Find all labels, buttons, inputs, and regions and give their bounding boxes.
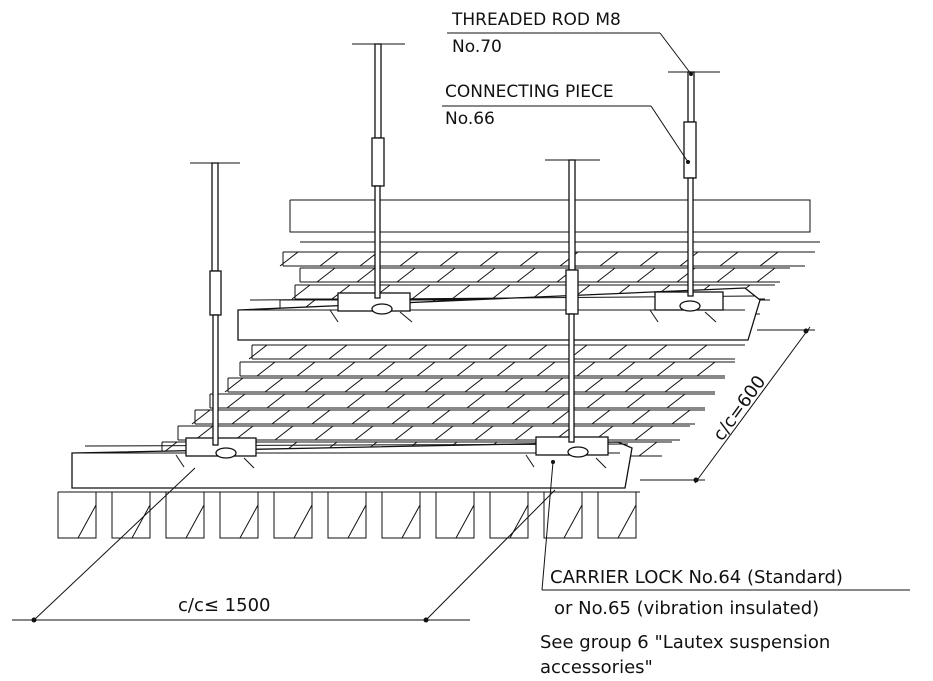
rear-carrier-channel [237,287,761,341]
label-carrier-lock: CARRIER LOCK No.64 (Standard) [550,567,843,588]
dimension-label-cc-1500: c/c≤ 1500 [178,595,270,616]
hanger-front-left [190,162,240,446]
leader-carrier-lock [541,460,910,591]
carrier-lock-front-left [175,437,257,469]
leader-threaded-rod [447,32,693,76]
label-carrier-lock-alt: or No.65 (vibration insulated) [554,598,819,619]
label-connecting-piece-no: No.66 [445,109,495,129]
label-connecting-piece: CONNECTING PIECE [445,82,614,102]
dimension-cc-600 [640,326,815,484]
label-threaded-rod-no: No.70 [452,37,502,57]
carrier-lock-rear-left [329,292,413,323]
leader-connecting-piece [442,105,690,164]
label-see-group-line1: See group 6 "Lautex suspension [540,632,830,653]
label-threaded-rod: THREADED ROD M8 [451,10,621,30]
hanger-rear-right [668,71,720,297]
hanger-front-right [545,159,600,443]
carrier-lock-rear-right [649,291,724,323]
hanger-rear-left [352,43,405,299]
dimension-cc-1500 [12,467,556,623]
carrier-lock-front-right [525,436,609,469]
dimension-label-cc-600: c/c=600 [709,372,770,445]
label-see-group-line2: accessories" [540,657,653,678]
